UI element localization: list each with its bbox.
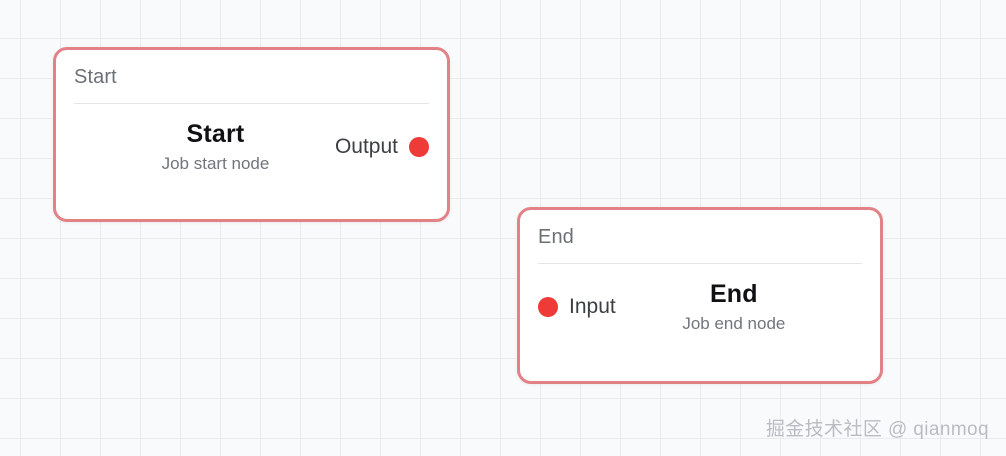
node-divider-start	[74, 103, 429, 104]
node-body-end: Input End Job end node	[520, 264, 880, 350]
node-port-output[interactable]: Output	[335, 135, 429, 159]
watermark-text: 掘金技术社区 @ qianmoq	[765, 419, 989, 440]
node-header-start: Start	[74, 66, 117, 88]
node-subtitle-start: Job start node	[161, 153, 270, 173]
node-titleblock-end: End Job end node	[682, 280, 785, 334]
flow-node-end[interactable]: End Input End Job end node	[517, 207, 883, 384]
port-dot-input-icon[interactable]	[538, 297, 558, 317]
port-dot-output-icon[interactable]	[408, 137, 429, 157]
flow-node-start[interactable]: Start Start Job start node Output	[53, 47, 450, 222]
node-port-input[interactable]: Input	[538, 295, 616, 319]
node-titleblock-start: Start Job start node	[162, 120, 270, 174]
node-subtitle-end: Job end node	[682, 313, 786, 333]
node-header-end: End	[538, 226, 574, 248]
node-body-start: Start Job start node Output	[56, 104, 447, 190]
node-divider-end	[538, 263, 862, 264]
node-title-start: Start	[186, 120, 245, 149]
port-label-input: Input	[569, 295, 616, 318]
port-label-output: Output	[334, 135, 398, 158]
node-title-end: End	[709, 280, 758, 309]
